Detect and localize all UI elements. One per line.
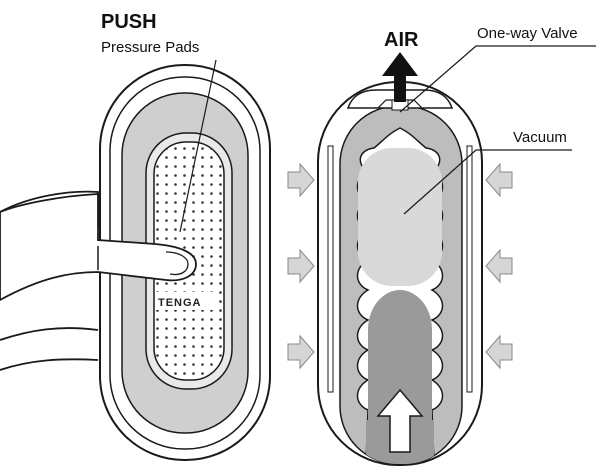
squeeze-arrow-icon	[485, 162, 513, 198]
inlet-arrow-icon	[376, 388, 424, 453]
squeeze-arrow-icon	[287, 248, 315, 284]
air-label: AIR	[384, 29, 419, 51]
squeeze-arrow-icon	[287, 334, 315, 370]
vacuum-zone	[358, 148, 442, 286]
pressure-pads-leader	[179, 59, 217, 233]
brand-backdrop	[156, 292, 216, 310]
brand-logo: TENGA	[158, 297, 202, 309]
vacuum-label: Vacuum	[513, 129, 567, 146]
pressure-pads-label: Pressure Pads	[101, 39, 200, 56]
vacuum-leader	[403, 149, 572, 215]
air-up-arrow-icon	[382, 52, 418, 102]
lower-chamber	[368, 290, 432, 420]
hand-icon	[0, 190, 197, 371]
squeeze-arrow-icon	[485, 248, 513, 284]
squeeze-arrow-icon	[287, 162, 315, 198]
one-way-valve-label: One-way Valve	[477, 25, 578, 42]
squeeze-arrows-left	[287, 162, 315, 370]
one-way-valve-leader	[399, 45, 596, 113]
squeeze-arrow-icon	[485, 334, 513, 370]
push-label: PUSH	[101, 11, 157, 33]
squeeze-arrows-right	[485, 162, 513, 370]
sleeve-cross-section	[317, 81, 483, 466]
